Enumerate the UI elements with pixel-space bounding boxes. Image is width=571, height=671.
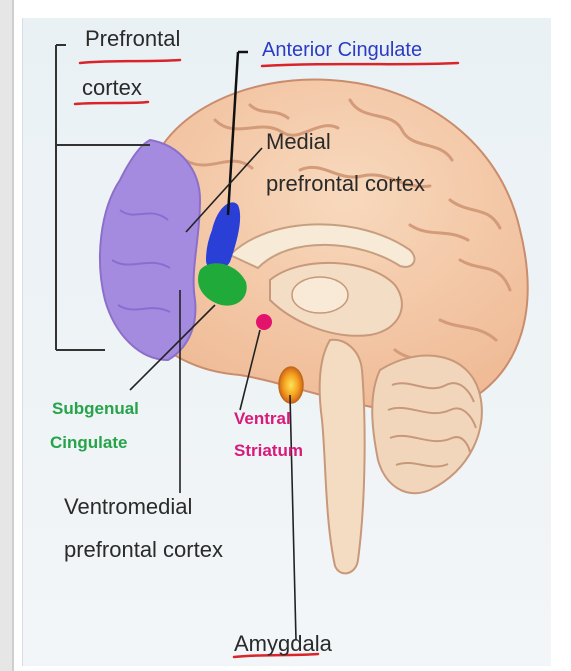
ventral-striatum-label-line2: Striatum (234, 442, 303, 460)
amygdala-region (279, 367, 303, 403)
prefrontal-region (100, 140, 200, 360)
ventromedial-prefrontal-cortex-label-line2: prefrontal cortex (64, 538, 223, 561)
brainstem (320, 340, 365, 574)
anterior-cingulate-label: Anterior Cingulate (262, 40, 422, 61)
ventral-striatum-label-line1: Ventral (234, 410, 291, 428)
ventricle (292, 277, 348, 313)
subgenual-cingulate-label-line2: Cingulate (50, 434, 127, 452)
subgenual-cingulate-label-line1: Subgenual (52, 400, 139, 418)
cerebellum (372, 356, 482, 494)
ventral-striatum-region (256, 314, 272, 330)
ventromedial-prefrontal-cortex-label-line1: Ventromedial (64, 495, 192, 518)
prefrontal-cortex-label-line2: cortex (82, 76, 142, 99)
prefrontal-cortex-label-line1: Prefrontal (85, 27, 180, 50)
amygdala-label: Amygdala (234, 632, 332, 655)
medial-prefrontal-cortex-label-line2: prefrontal cortex (266, 172, 425, 195)
medial-prefrontal-cortex-label-line1: Medial (266, 130, 331, 153)
